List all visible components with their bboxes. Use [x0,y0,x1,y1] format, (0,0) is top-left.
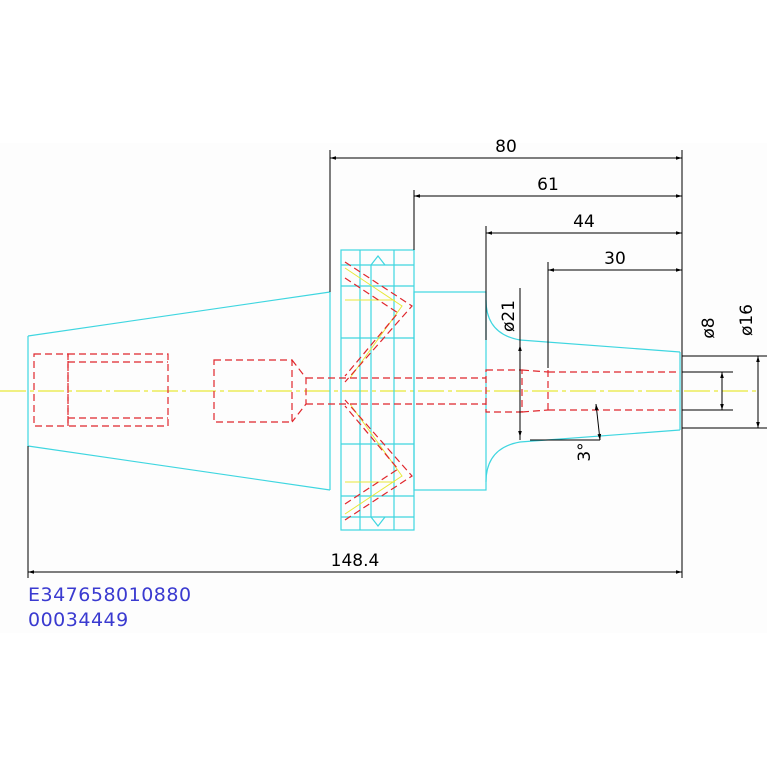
part-code-line-1: E347658010880 [28,584,192,606]
flange-outline [340,249,415,531]
dia-16-label: ø16 [737,304,757,336]
dim-30-label: 30 [604,249,626,269]
dim-44-label: 44 [573,212,595,232]
part-code-line-2: 00034449 [28,609,129,631]
dia-8-label: ø8 [699,317,719,338]
hidden-lines [33,261,680,521]
extension-lines [27,150,767,578]
dimension-lines [28,156,760,574]
dim-80-label: 80 [495,137,517,157]
dim-148-label: 148.4 [331,551,380,571]
dim-61-label: 61 [537,175,559,195]
drawing-sheet [0,143,767,633]
taper-shank-outline [27,291,331,491]
dia-21-label: ø21 [499,300,519,332]
construction-lines [344,267,403,515]
taper-angle-label: 3° [575,442,595,461]
